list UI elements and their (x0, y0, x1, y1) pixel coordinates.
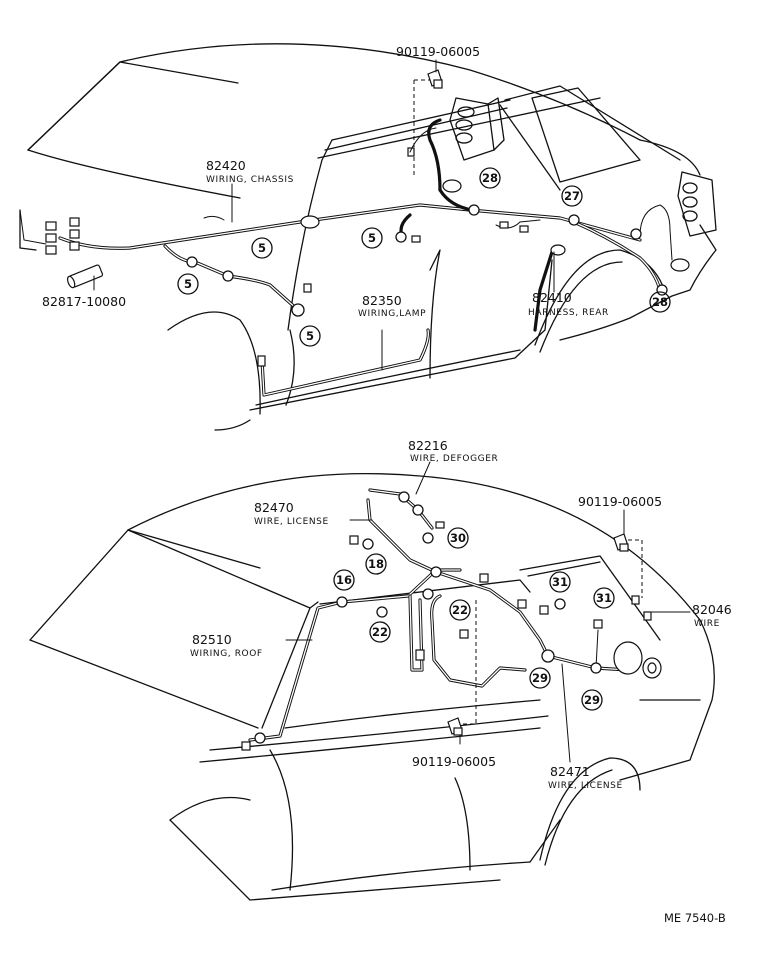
part-number-90119-06005-upper: 90119-06005 (396, 44, 480, 59)
part-number-82817-10080: 82817-10080 (42, 294, 126, 309)
part-number-90119-06005-lower-right: 90119-06005 (578, 494, 662, 509)
ref-number: 28 (482, 171, 498, 185)
ref-circle: 31 (549, 571, 571, 593)
part-desc-82046: WIRE (694, 619, 720, 629)
part-number-82410: 82410 (532, 290, 572, 305)
upper-labels: 90119-06005 82420 WIRING, CHASSIS 82817-… (42, 44, 609, 319)
lower-harnesses (241, 488, 662, 751)
part-desc-82216: WIRE, DEFOGGER (410, 454, 498, 464)
upper-bolt (413, 69, 443, 176)
ref-circle: 18 (365, 553, 387, 575)
part-desc-82510: WIRING, ROOF (190, 649, 263, 659)
part-number-82216: 82216 (408, 438, 448, 453)
lower-ref-circles: 30 18 16 22 22 31 31 29 (333, 527, 615, 711)
diagram-id: ME 7540-B (664, 911, 726, 925)
ref-number: 22 (372, 625, 388, 639)
ref-circle: 5 (177, 273, 199, 295)
upper-car-body (19, 43, 717, 431)
upper-leaders (93, 59, 555, 371)
part-desc-82410: HARNESS, REAR (528, 308, 609, 318)
ref-number: 27 (564, 189, 580, 203)
part-number-90119-06005-lower-bottom: 90119-06005 (412, 754, 496, 769)
part-number-82420: 82420 (206, 158, 246, 173)
ref-circle: 5 (361, 227, 383, 249)
ref-number: 29 (584, 693, 600, 707)
part-number-82350: 82350 (362, 293, 402, 308)
upper-tail-lamp-left (449, 97, 505, 161)
ref-circle: 30 (447, 527, 469, 549)
ref-circle: 27 (561, 185, 583, 207)
upper-harnesses (19, 118, 690, 397)
part-desc-82470: WIRE, LICENSE (254, 517, 329, 527)
ref-circle: 29 (581, 689, 603, 711)
part-number-82471: 82471 (550, 764, 590, 779)
ref-circle: 22 (369, 621, 391, 643)
ref-number: 28 (652, 295, 668, 309)
ref-circle: 5 (251, 237, 273, 259)
ref-circle: 28 (649, 291, 671, 313)
part-desc-82350: WIRING,LAMP (358, 309, 426, 319)
ref-circle: 31 (593, 587, 615, 609)
ref-circle: 22 (449, 599, 471, 621)
ref-circle: 16 (333, 569, 355, 591)
upper-ref-circles: 5 5 5 5 27 28 28 (177, 167, 671, 347)
part-desc-82471: WIRE, LICENSE (548, 781, 623, 791)
ref-circle: 5 (299, 325, 321, 347)
ref-number: 5 (258, 241, 266, 255)
ref-number: 5 (184, 277, 192, 291)
ref-number: 5 (306, 329, 314, 343)
upper-tail-lamp-right (677, 171, 717, 237)
ref-number: 16 (336, 573, 352, 587)
lower-bolts (447, 533, 643, 736)
ref-number: 31 (596, 591, 612, 605)
lower-car-body (29, 472, 715, 901)
ref-number: 5 (368, 231, 376, 245)
part-desc-82420: WIRING, CHASSIS (206, 175, 294, 185)
part-number-82046: 82046 (692, 602, 732, 617)
ref-number: 18 (368, 557, 384, 571)
lower-labels: 82216 WIRE, DEFOGGER 82470 WIRE, LICENSE… (190, 438, 732, 791)
ref-number: 30 (450, 531, 466, 545)
ref-number: 22 (452, 603, 468, 617)
part-number-82510: 82510 (192, 632, 232, 647)
part-number-82470: 82470 (254, 500, 294, 515)
ref-circle: 29 (529, 667, 551, 689)
ref-number: 29 (532, 671, 548, 685)
ref-circle: 28 (479, 167, 501, 189)
ref-number: 31 (552, 575, 568, 589)
lower-leaders (285, 461, 691, 763)
